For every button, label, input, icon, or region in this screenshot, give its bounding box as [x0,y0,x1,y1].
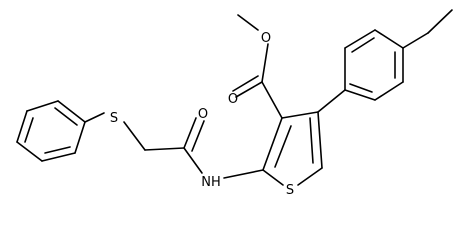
bond-carbonyl-o-double-b [232,75,259,92]
bond-c2-nh [223,169,264,179]
bond-methyl-o [237,14,259,31]
bond-ph5-ph6-inner [44,146,71,154]
bond-ph2-ph3 [26,100,59,112]
atom-label-ester-o-double: O [228,92,238,107]
bond-c4-c5-b [309,117,314,164]
atom-label-ester-o-single: O [261,31,271,46]
bond-ar5-ar6 [344,29,376,49]
atom-label-amide-nh: NH [201,175,221,190]
bond-ph1-ph2-inner [54,107,78,126]
bond-carbonyl-o-double-a [235,81,263,98]
bond-s-phenyl [84,112,105,123]
bond-ar4-ch2 [402,32,429,49]
bond-c5-s [297,167,323,186]
bond-layer [16,9,453,186]
bond-ph1-ph2 [57,100,86,123]
molecule-drawing: O O O S NH S [16,9,453,198]
bond-s-c2 [262,169,284,186]
bond-c3-c2-b [274,125,292,168]
bond-amide-c-o-a [183,117,197,149]
atom-label-sulfur-ring: S [286,183,294,198]
bond-ph3-ph4 [16,110,28,143]
bond-ch2-ch3 [427,9,453,34]
bond-carbonyl-c3 [261,81,283,119]
bond-ph5-ph6 [41,152,76,162]
bond-nh-carbonyl [183,147,203,174]
bond-ar5-ar6-inner [351,37,375,53]
bond-ar2-ar3 [374,81,404,101]
bond-ph4-ph5 [16,141,43,162]
bond-c3-c2-a [262,117,283,171]
structure-canvas: O O O S NH S [16,9,453,198]
atom-label-sulfur-thioether: S [110,111,118,126]
bond-ph3-ph4-inner [24,117,34,143]
bond-amide-c-o-b [191,120,205,152]
bond-c4-aryl [317,89,346,113]
bond-c4-c5-a [317,111,323,169]
bond-carbonyl-ch2 [144,147,185,151]
bond-ch2-s [123,121,146,151]
bond-ar1-ar2 [344,89,376,101]
atom-label-amide-o: O [198,107,208,122]
bond-ar4-ar5 [374,29,404,49]
bond-o-carbonyl [261,43,269,83]
bond-c3-c4 [281,111,319,119]
bond-ph6-ph1 [74,121,86,154]
label-layer: O O O S NH S [110,31,294,198]
bond-ar1-ar2-inner [349,83,373,93]
